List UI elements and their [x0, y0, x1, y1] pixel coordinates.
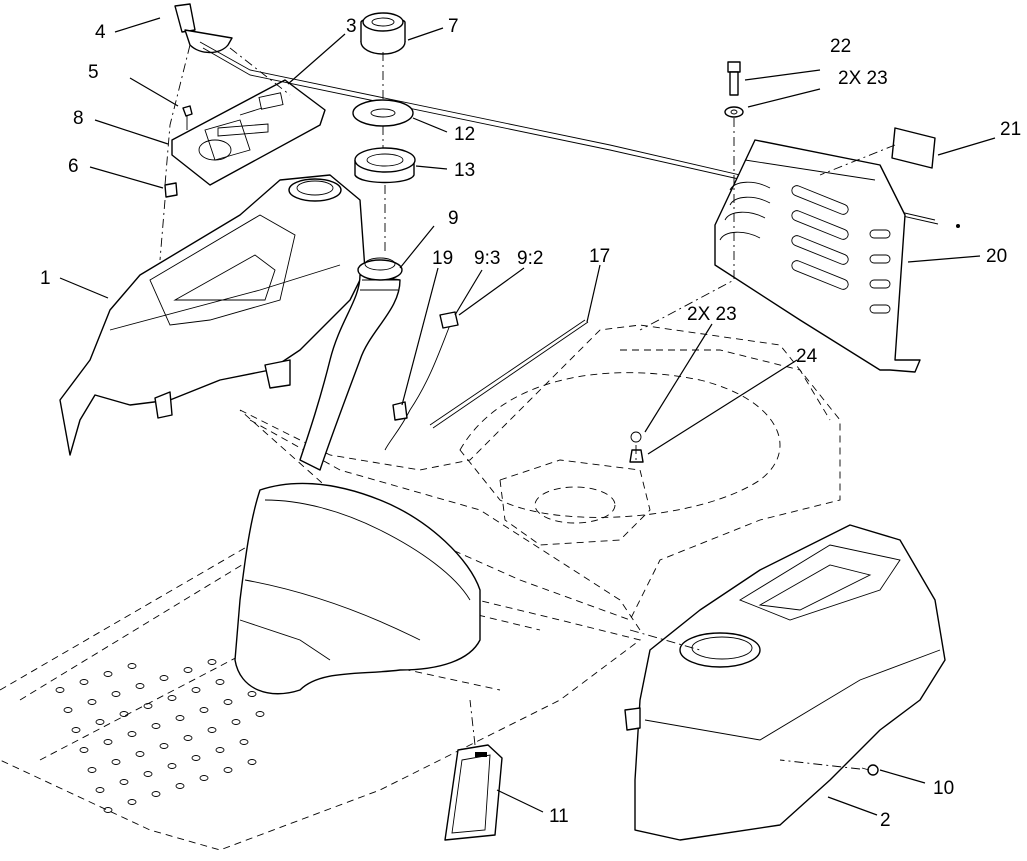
- floor-hole: [79, 679, 89, 685]
- floor-hole: [191, 687, 201, 693]
- floor-hole: [103, 807, 113, 813]
- callout-13: 13: [454, 160, 475, 181]
- floor-hole: [111, 759, 121, 765]
- callout-1: 1: [40, 268, 51, 289]
- floor-hole: [127, 731, 137, 737]
- floor-hole: [167, 695, 177, 701]
- callout-7: 7: [448, 16, 459, 37]
- callout-12: 12: [454, 124, 475, 145]
- control-panel: [171, 79, 326, 186]
- floor-hole: [159, 743, 169, 749]
- floor-hole: [135, 683, 145, 689]
- callout-21: 21: [1000, 119, 1021, 140]
- cover-plate: [444, 744, 503, 841]
- floor-hole: [127, 799, 137, 805]
- floor-hole: [255, 711, 265, 717]
- floor-hole: [87, 767, 97, 773]
- floor-hole: [207, 727, 217, 733]
- callout-6: 6: [68, 156, 79, 177]
- callout-5: 5: [88, 62, 99, 83]
- floor-hole: [95, 787, 105, 793]
- floor-hole: [175, 783, 185, 789]
- screw: [861, 764, 879, 776]
- left-fender: [59, 174, 366, 456]
- callout-2x23-mid: 2X 23: [687, 304, 737, 325]
- floor-hole: [175, 715, 185, 721]
- floor-hole: [191, 755, 201, 761]
- floor-hole: [63, 707, 73, 713]
- wiring-harness: [384, 311, 459, 451]
- floor-hole: [247, 691, 257, 697]
- callout-22: 22: [830, 36, 851, 57]
- floor-hole: [215, 679, 225, 685]
- floor-hole: [71, 727, 81, 733]
- floor-hole: [223, 699, 233, 705]
- floor-hole: [143, 703, 153, 709]
- callout-labels: 4 5 8 6 1 3 7 12 13 9 19 9:3 9:2 17 22 2…: [40, 16, 1021, 831]
- floor-hole: [111, 691, 121, 697]
- callout-24: 24: [796, 346, 818, 367]
- floor-hole: [199, 707, 209, 713]
- callout-11: 11: [549, 806, 569, 827]
- callout-20: 20: [986, 246, 1007, 267]
- callout-2x23-top: 2X 23: [838, 68, 888, 89]
- floor-hole: [103, 739, 113, 745]
- floor-hole: [183, 735, 193, 741]
- floor-hole: [143, 771, 153, 777]
- floor-hole: [199, 775, 209, 781]
- callout-10: 10: [933, 778, 954, 799]
- floor-hole: [119, 779, 129, 785]
- floor-hole: [95, 719, 105, 725]
- floor-hole: [55, 687, 65, 693]
- floor-hole: [151, 791, 161, 797]
- floor-hole: [79, 747, 89, 753]
- callout-8: 8: [73, 108, 84, 129]
- callout-3: 3: [346, 16, 357, 37]
- callout-4: 4: [95, 22, 106, 43]
- floor-hole: [247, 759, 257, 765]
- floor-hole: [159, 675, 169, 681]
- floor-hole: [87, 699, 97, 705]
- decal: [891, 127, 936, 169]
- floor-hole: [239, 739, 249, 745]
- leader-lines: [59, 17, 996, 816]
- floor-hole: [127, 663, 137, 669]
- floor-hole: [135, 751, 145, 757]
- floor-hole: [231, 719, 241, 725]
- floor-hole: [207, 659, 217, 665]
- callout-17: 17: [589, 246, 610, 267]
- floor-pan-holes: [55, 659, 265, 813]
- callout-9-2: 9:2: [517, 248, 543, 269]
- main-frame: [239, 324, 841, 631]
- callout-19: 19: [432, 248, 453, 269]
- floor-hole: [103, 671, 113, 677]
- right-fender: [624, 524, 946, 841]
- floor-hole: [167, 763, 177, 769]
- fuel-cap-assembly: [352, 12, 416, 184]
- floor-hole: [119, 711, 129, 717]
- fuel-filler-neck: [299, 257, 403, 471]
- fuel-tank: [234, 482, 481, 695]
- floor-hole: [151, 723, 161, 729]
- callout-9-3: 9:3: [474, 248, 500, 269]
- bolt-washer-top: [724, 61, 744, 118]
- floor-hole: [183, 667, 193, 673]
- seat-support-panel: [714, 139, 921, 373]
- rod: [429, 319, 589, 429]
- assembly-lines: [159, 44, 896, 770]
- callout-9: 9: [448, 208, 459, 229]
- hardware-small: [164, 105, 193, 198]
- floor-hole: [223, 767, 233, 773]
- callout-2: 2: [880, 810, 891, 831]
- floor-hole: [215, 747, 225, 753]
